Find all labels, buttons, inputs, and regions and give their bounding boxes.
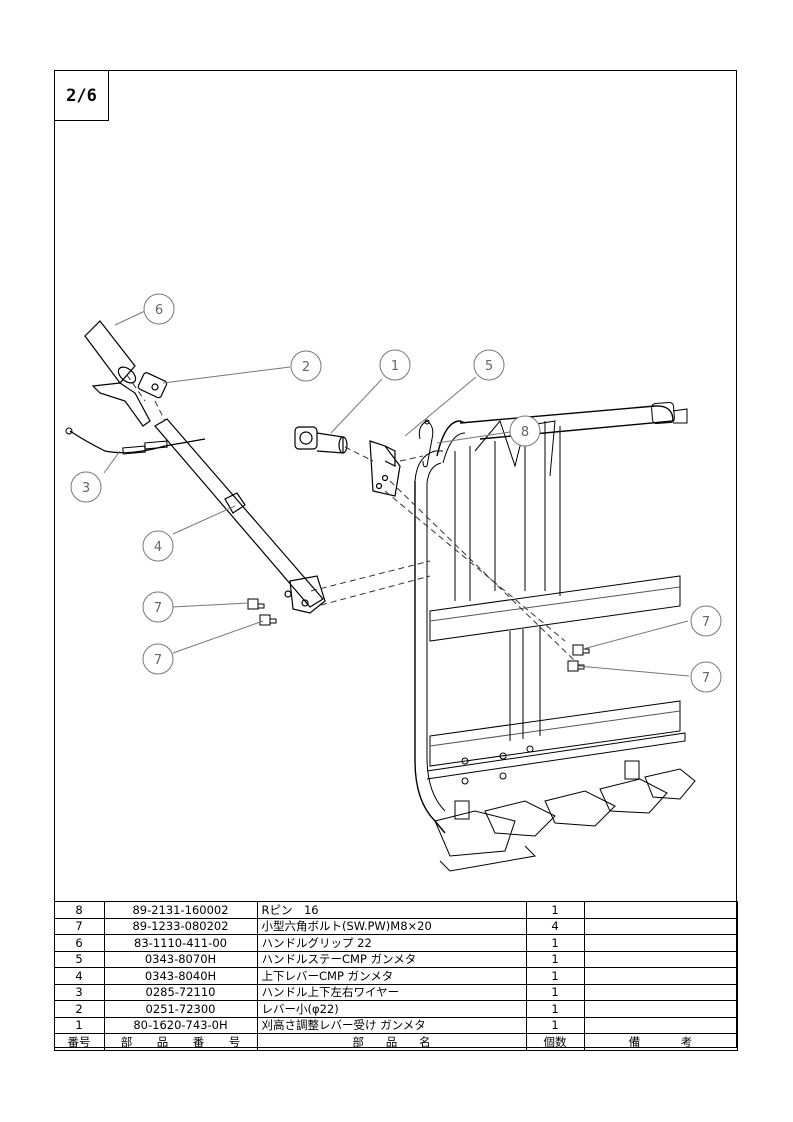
- callout-7-d: 7: [690, 661, 722, 693]
- row-remarks: [583, 1000, 738, 1018]
- handle-stay-drawing: [369, 440, 401, 497]
- callout-4: 4: [142, 530, 174, 562]
- row-part-number: 0251-72300: [103, 1000, 258, 1018]
- svg-text:1: 1: [391, 359, 399, 374]
- table-row: 1 80-1620-743-0H 刈高さ調整レバー受け ガンメタ 1: [53, 1016, 738, 1034]
- row-part-name: レバー小(φ22): [256, 1000, 527, 1018]
- svg-text:4: 4: [154, 540, 162, 555]
- callout-3: 3: [70, 471, 102, 503]
- row-qty: 1: [525, 1000, 585, 1018]
- row-remarks: [583, 950, 738, 968]
- row-remarks: [583, 934, 738, 952]
- row-no: 5: [53, 950, 105, 968]
- row-part-number: 89-1233-080202: [103, 917, 258, 935]
- header-part-name: 部 品 名: [256, 1033, 527, 1051]
- row-part-name: ハンドルステーCMP ガンメタ: [256, 950, 527, 968]
- callout-7-a: 7: [142, 591, 174, 623]
- row-no: 6: [53, 934, 105, 952]
- row-part-name: 上下レバーCMP ガンメタ: [256, 967, 527, 985]
- row-part-number: 89-2131-160002: [103, 901, 258, 919]
- row-qty: 1: [525, 983, 585, 1001]
- callout-1: 1: [379, 349, 411, 381]
- row-no: 8: [53, 901, 105, 919]
- callout-7-c: 7: [690, 605, 722, 637]
- row-no: 3: [53, 983, 105, 1001]
- row-part-name: 刈高さ調整レバー受け ガンメタ: [256, 1016, 527, 1034]
- header-part-number: 部 品 番 号: [103, 1033, 258, 1051]
- row-no: 7: [53, 917, 105, 935]
- table-row: 8 89-2131-160002 Rピン 16 1: [53, 901, 738, 919]
- svg-text:7: 7: [702, 671, 710, 686]
- table-row: 2 0251-72300 レバー小(φ22) 1: [53, 1000, 738, 1018]
- callout-8: 8: [509, 415, 541, 447]
- svg-text:5: 5: [485, 359, 493, 374]
- row-qty: 1: [525, 934, 585, 952]
- table-row: 6 83-1110-411-00 ハンドルグリップ 22 1: [53, 934, 738, 952]
- exploded-view-drawing: 6 2 1 5 8 3 4 7 7 7 7: [65, 293, 722, 872]
- svg-text:3: 3: [82, 481, 90, 496]
- row-remarks: [583, 967, 738, 985]
- row-part-name: 小型六角ボルト(SW.PW)M8×20: [256, 917, 527, 935]
- row-remarks: [583, 901, 738, 919]
- table-row: 3 0285-72110 ハンドル上下左右ワイヤー 1: [53, 983, 738, 1001]
- row-part-name: ハンドル上下左右ワイヤー: [256, 983, 527, 1001]
- leader-lines: [103, 310, 690, 677]
- small-lever-drawing: [91, 372, 168, 427]
- header-remarks: 備 考: [583, 1033, 738, 1051]
- callout-2: 2: [290, 350, 322, 382]
- receiver-drawing: [294, 426, 348, 454]
- svg-text:2: 2: [302, 360, 310, 375]
- row-no: 4: [53, 967, 105, 985]
- row-no: 1: [53, 1016, 105, 1034]
- row-qty: 4: [525, 917, 585, 935]
- row-no: 2: [53, 1000, 105, 1018]
- header-no: 番号: [53, 1033, 105, 1051]
- row-qty: 1: [525, 950, 585, 968]
- row-part-name: Rピン 16: [256, 901, 527, 919]
- row-part-number: 0343-8040H: [103, 967, 258, 985]
- parts-list-table: 8 89-2131-160002 Rピン 16 1 7 89-1233-0802…: [53, 901, 738, 1051]
- callout-6: 6: [143, 293, 175, 325]
- r-pin-drawing: [418, 419, 434, 468]
- table-header-row: 番号 部 品 番 号 部 品 名 個数: [53, 1033, 738, 1051]
- table-row: 5 0343-8070H ハンドルステーCMP ガンメタ 1: [53, 950, 738, 968]
- svg-text:8: 8: [521, 425, 529, 440]
- callout-5: 5: [473, 349, 505, 381]
- page-number: 2/6: [55, 71, 109, 121]
- callout-7-b: 7: [142, 643, 174, 675]
- svg-text:7: 7: [702, 615, 710, 630]
- row-part-number: 80-1620-743-0H: [103, 1016, 258, 1034]
- lever-rod-drawing: [154, 418, 326, 614]
- svg-text:7: 7: [154, 653, 162, 668]
- parts-sheet: 2/6: [53, 70, 738, 1051]
- bolts-drawing: [247, 598, 590, 672]
- svg-text:7: 7: [154, 601, 162, 616]
- row-remarks: [583, 983, 738, 1001]
- row-qty: 1: [525, 901, 585, 919]
- table-row: 7 89-1233-080202 小型六角ボルト(SW.PW)M8×20 4: [53, 917, 738, 935]
- row-remarks: [583, 917, 738, 935]
- handle-grip-drawing: [84, 320, 137, 384]
- row-qty: 1: [525, 1016, 585, 1034]
- row-part-name: ハンドルグリップ 22: [256, 934, 527, 952]
- row-part-number: 83-1110-411-00: [103, 934, 258, 952]
- assembly-lines: [126, 374, 576, 662]
- row-remarks: [583, 1016, 738, 1034]
- row-part-number: 0285-72110: [103, 983, 258, 1001]
- row-part-number: 0343-8070H: [103, 950, 258, 968]
- row-qty: 1: [525, 967, 585, 985]
- svg-text:6: 6: [155, 303, 163, 318]
- wire-drawing: [65, 427, 206, 455]
- table-row: 4 0343-8040H 上下レバーCMP ガンメタ 1: [53, 967, 738, 985]
- header-qty: 個数: [525, 1033, 585, 1051]
- mower-frame-drawing: [414, 402, 696, 872]
